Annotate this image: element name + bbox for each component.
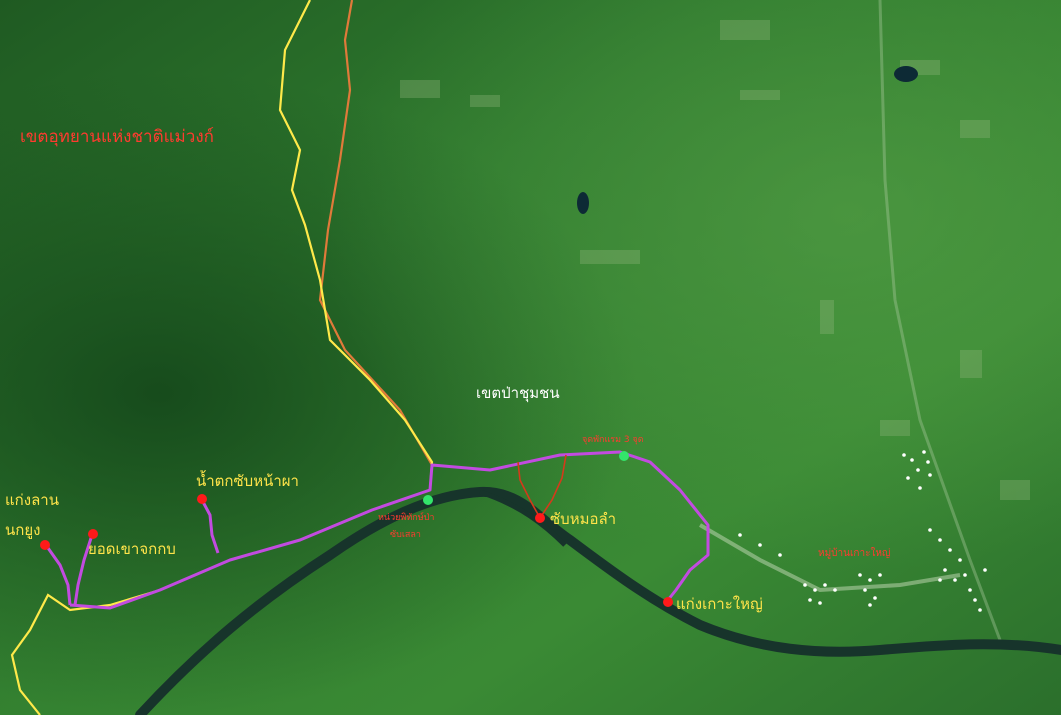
camp-label: จุดพักแรม 3 จุด bbox=[582, 435, 644, 445]
red-dot-icon[interactable] bbox=[40, 540, 50, 550]
waterfall-cliff-label: น้ำตกซับหน้าผา bbox=[196, 470, 299, 490]
red-dot-icon[interactable] bbox=[197, 494, 207, 504]
trail-spur-yod-khao bbox=[73, 534, 94, 606]
green-dot-icon[interactable] bbox=[423, 495, 433, 505]
village-dots bbox=[738, 450, 987, 612]
checkpoint-label-line2: ซับเสลา bbox=[390, 530, 421, 540]
sap-mo-lam-label: ซับหมอลำ bbox=[550, 510, 616, 528]
trail-main bbox=[69, 450, 710, 610]
red-dot-icon[interactable] bbox=[663, 597, 673, 607]
park-zone-label: เขตอุทยานแห่งชาติแม่วงก์ bbox=[20, 127, 214, 147]
river bbox=[135, 486, 1061, 715]
orange-boundary-line bbox=[318, 0, 433, 466]
river-branch bbox=[479, 489, 567, 547]
land-patches bbox=[400, 20, 1030, 500]
kaeng-lan-label: แก่งลาน bbox=[5, 491, 59, 509]
red-dot-icon[interactable] bbox=[535, 513, 545, 523]
kaeng-ko-yai-label: แก่งเกาะใหญ่ bbox=[676, 595, 763, 613]
yod-khao-chakkop-label: ยอดเขาจกกบ bbox=[88, 540, 176, 558]
pond bbox=[894, 66, 918, 82]
red-dot-icon[interactable] bbox=[88, 529, 98, 539]
community-forest-label: เขตป่าชุมชน bbox=[476, 384, 560, 403]
kaeng-lan-label-line2: นกยูง bbox=[5, 521, 40, 539]
green-dot-icon[interactable] bbox=[619, 451, 629, 461]
trail-spur-kaeng-lan bbox=[46, 547, 72, 606]
checkpoint-label: หน่วยพิทักษ์ป่า bbox=[378, 511, 434, 523]
trail-spur-waterfall bbox=[200, 499, 220, 554]
road bbox=[878, 0, 1002, 641]
village-label: หมู่บ้านเกาะใหญ่ bbox=[818, 547, 890, 559]
road bbox=[698, 523, 961, 593]
pond bbox=[577, 192, 589, 214]
